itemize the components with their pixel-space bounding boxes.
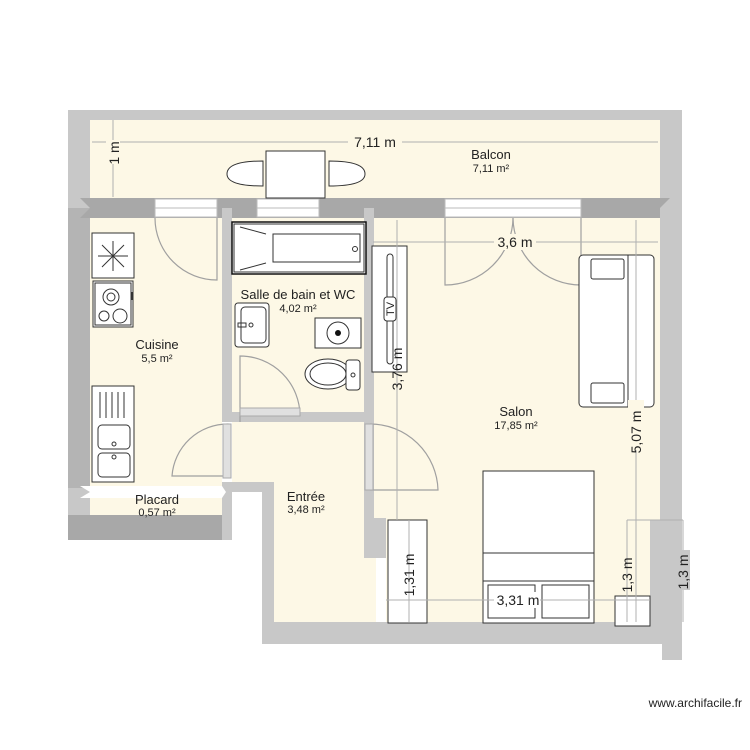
kitchen-sink: [91, 385, 135, 483]
low-cabinet: [387, 519, 428, 624]
room-entree-name: Entrée: [287, 489, 325, 504]
room-entree-area: 3,48 m²: [287, 504, 325, 516]
stove: [92, 280, 134, 328]
room-placard-name: Placard: [135, 492, 179, 507]
door-salon-left: [444, 217, 514, 286]
door-bathroom: [239, 355, 301, 422]
windows: [154, 198, 582, 218]
balcon-floor: [90, 120, 660, 198]
toilet-tank: [345, 359, 361, 391]
door-salon-entree: [369, 423, 439, 491]
dim-salon-height-right: 5,07 m: [628, 411, 644, 454]
dim-salon-height-left: 3,76 m: [389, 348, 405, 391]
room-labels: Balcon 7,11 m² Salle de bain et WC 4,02 …: [135, 147, 538, 519]
dim-balcon-depth: 1 m: [106, 141, 122, 164]
tv-label: TV: [385, 301, 397, 316]
entree-floor: [232, 422, 376, 622]
window-bathroom: [256, 198, 320, 218]
nightstand: [614, 595, 651, 627]
room-salon-name: Salon: [499, 404, 532, 419]
door-salon-right: [512, 217, 582, 286]
room-cuisine-area: 5,5 m²: [141, 353, 173, 365]
balcony-chair-left: [226, 160, 264, 187]
snowflake-icon: [98, 241, 128, 271]
room-balcon-name: Balcon: [471, 147, 511, 162]
room-placard-area: 0,57 m²: [138, 507, 176, 519]
dim-bottom-width: 3,31 m: [497, 592, 540, 608]
room-bathroom-area: 4,02 m²: [279, 303, 317, 315]
balcony-chair-right: [328, 160, 366, 187]
dim-tv-unit-height: 1,31 m: [401, 554, 417, 597]
door-kitchen: [154, 217, 218, 281]
watermark: www.archifacile.fr: [648, 696, 742, 710]
dim-niche-outer: 1,3 m: [675, 554, 691, 589]
dim-niche-inner: 1,3 m: [619, 557, 635, 592]
dimension-labels: 7,11 m 1 m 3,6 m 3,76 m 5,07 m 3,31 m 1,…: [106, 134, 691, 608]
washbasin: [234, 302, 270, 348]
room-balcon-area: 7,11 m²: [473, 163, 510, 175]
room-salon-area: 17,85 m²: [494, 420, 538, 432]
dim-salon-width: 3,6 m: [497, 234, 532, 250]
balcony-table: [265, 150, 326, 199]
room-bathroom-name: Salle de bain et WC: [241, 287, 356, 302]
window-kitchen: [154, 198, 218, 218]
window-salon: [444, 198, 582, 218]
dim-balcon-width: 7,11 m: [354, 134, 396, 150]
room-cuisine-name: Cuisine: [135, 337, 178, 352]
sofa: [578, 254, 655, 408]
